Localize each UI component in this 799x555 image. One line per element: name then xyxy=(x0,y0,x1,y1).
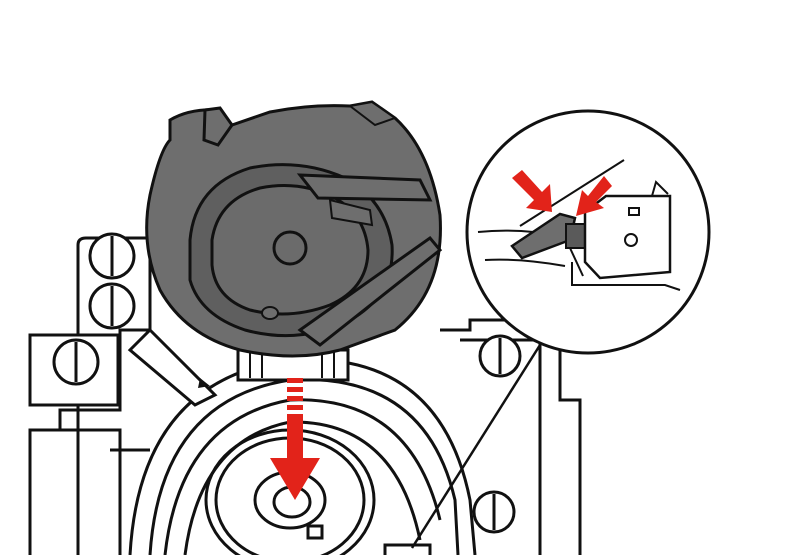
detail-pointer-line xyxy=(410,344,542,549)
bobbin-case-notch xyxy=(347,100,398,127)
screw-low-left xyxy=(52,338,100,386)
bobbin-case-rivet xyxy=(261,306,279,320)
arrow-down-right-icon xyxy=(512,170,612,216)
screw-mid-left xyxy=(88,282,136,330)
bobbin-case-slot xyxy=(328,198,374,227)
screw-bottom-right xyxy=(472,490,516,534)
bobbin-case-latch-arm xyxy=(297,235,443,347)
screw-right xyxy=(478,334,522,378)
bobbin-case-center-hole xyxy=(272,230,308,266)
screw-top-left xyxy=(88,232,136,280)
hook-tab xyxy=(383,543,432,555)
bobbin-case-tension-spring xyxy=(296,173,433,202)
thread-lever xyxy=(127,327,218,407)
bobbin-case-finger xyxy=(202,106,234,147)
arrow-down-icon xyxy=(270,378,320,500)
bobbin-case xyxy=(145,100,443,358)
machine-base xyxy=(28,232,582,555)
thread-lever-tip xyxy=(198,378,210,388)
detail-inset xyxy=(465,109,711,355)
lower-plate xyxy=(60,428,150,555)
